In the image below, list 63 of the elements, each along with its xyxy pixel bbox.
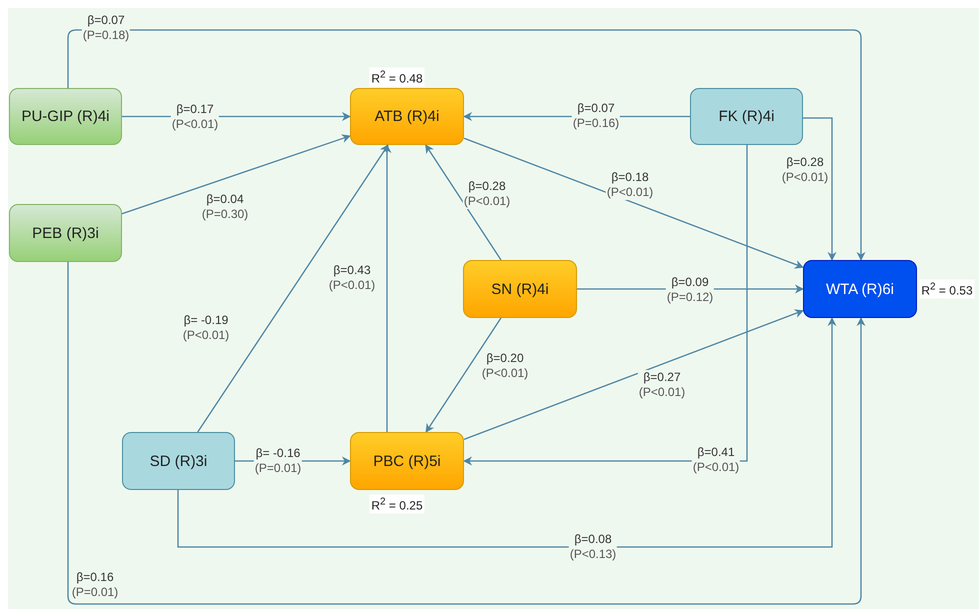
construct-box [463, 260, 577, 318]
edge-label: β=0.41 [696, 445, 736, 460]
arrow [382, 144, 392, 432]
arrow [197, 144, 389, 432]
edge-label: (P=0.30) [202, 207, 248, 222]
edge-label: (P<0.01) [638, 385, 686, 400]
edge-label: (P<0.01) [182, 328, 230, 343]
construct-label: PU-GIP (R)4i [21, 108, 110, 125]
arrow [803, 117, 836, 261]
edge-label: β=0.28 [467, 179, 507, 194]
edge-label: (P=0.18) [82, 28, 130, 43]
edge-label: β=0.20 [485, 351, 525, 366]
edge-label: β= -0.19 [182, 313, 230, 328]
construct-label: SD (R)3i [150, 452, 208, 470]
edge-label: (P<0.01) [482, 366, 528, 381]
edge-label: β=0.07 [576, 101, 616, 116]
construct-box [350, 88, 464, 145]
edge-label: β=0.18 [610, 170, 650, 185]
edge-label: (P=0.01) [254, 461, 302, 476]
construct-label: ATB (R)4i [374, 108, 440, 125]
edge-label: (P<0.01) [172, 117, 218, 132]
edge-label: β=0.16 [75, 570, 115, 585]
arrow [67, 29, 866, 261]
edge-label: (P<0.01) [464, 194, 510, 209]
construct-label: SN (R)4i [491, 280, 549, 298]
arrow [463, 145, 748, 466]
r-squared-label: R$^{2}$ = 0.53 [919, 280, 975, 298]
edge-label: β=0.27 [642, 370, 682, 385]
construct-label: PBC (R)5i [373, 452, 441, 470]
edge-label: (P<0.01) [606, 185, 654, 200]
edge-label: β=0.09 [670, 275, 710, 290]
arrow [425, 144, 502, 260]
arrow [464, 309, 804, 440]
edge-label: β=0.28 [785, 155, 825, 170]
arrow [177, 317, 836, 548]
edge-label: (P=0.16) [572, 116, 620, 131]
construct-label: PEB (R)3i [32, 224, 99, 242]
edge-label: (P<0.01) [328, 278, 376, 293]
arrow [67, 262, 866, 605]
construct-box [9, 204, 122, 262]
construct-box [690, 88, 803, 145]
construct-box [122, 432, 235, 490]
arrow [426, 318, 502, 433]
r-squared-label: R$^{2}$ = 0.25 [369, 494, 425, 514]
arrow [464, 138, 804, 269]
edge-label: (P<0.01) [692, 460, 740, 475]
construct-box [803, 260, 917, 318]
edge-label: (P=0.01) [72, 585, 118, 600]
r-squared-label: R$^{2}$ = 0.48 [369, 68, 425, 86]
edge-label: β=0.04 [205, 192, 245, 207]
construct-box [9, 88, 122, 145]
edge-label: (P=0.12) [666, 290, 714, 305]
edge-label: (P<0.01) [782, 170, 828, 185]
edge-label: β=0.08 [573, 532, 613, 547]
edge-label: β= -0.16 [254, 446, 302, 461]
arrow [122, 134, 351, 214]
construct-box [350, 432, 464, 490]
edge-label: β=0.07 [86, 13, 126, 28]
construct-label: FK (R)4i [718, 108, 774, 125]
edge-label: (P<0.13) [570, 547, 616, 562]
edge-label: β=0.17 [175, 102, 215, 117]
construct-label: WTA (R)6i [826, 280, 894, 298]
edge-label: β=0.43 [332, 263, 372, 278]
